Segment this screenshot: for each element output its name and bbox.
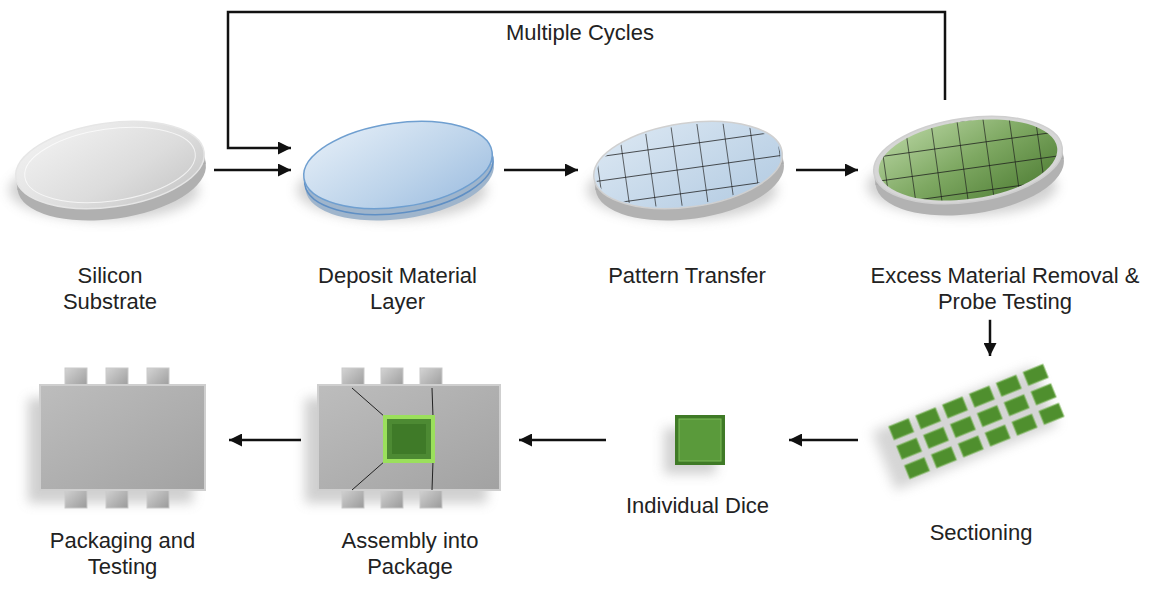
- stage-label: Silicon Substrate: [45, 263, 175, 316]
- illustration-part: [588, 110, 788, 220]
- illustration-part: [10, 110, 210, 220]
- single-die: [664, 415, 725, 474]
- process-stage: Packaging and Testing: [20, 365, 225, 581]
- packaged-chip: [28, 368, 205, 508]
- flow-arrow: [519, 439, 606, 442]
- stage-label: Assembly into Package: [310, 528, 510, 581]
- illustration-part: [588, 110, 790, 232]
- flow-arrow: [228, 12, 945, 148]
- illustration-part: [868, 105, 1070, 227]
- illustration-part: [675, 415, 725, 465]
- stage-label: Individual Dice: [610, 493, 785, 519]
- patterned-wafer: [587, 110, 790, 232]
- stage-label: Pattern Transfer: [582, 263, 792, 289]
- process-stage: Pattern Transfer: [582, 105, 792, 289]
- process-stage: Individual Dice: [610, 405, 785, 519]
- illustration-part: [352, 388, 385, 417]
- flow-arrow: [504, 169, 578, 172]
- flow-arrow: [229, 439, 301, 442]
- illustration-part: [679, 419, 721, 461]
- illustration-part: [298, 110, 498, 220]
- flow-arrow: [789, 439, 858, 442]
- stage-label: Sectioning: [866, 520, 1096, 546]
- illustration-part: [432, 388, 433, 417]
- illustration-part: [385, 417, 433, 461]
- stage-label: Excess Material Removal & Probe Testing: [862, 263, 1148, 316]
- illustration-part: [432, 461, 433, 490]
- illustration-part: [873, 109, 1062, 211]
- illustration-part: [868, 105, 1068, 215]
- edge-label: Multiple Cycles: [502, 20, 658, 46]
- process-stage: Deposit Material Layer: [295, 105, 500, 316]
- etched-wafer: [867, 105, 1070, 227]
- process-stage: Sectioning: [862, 360, 1100, 546]
- illustration-part: [873, 109, 1062, 211]
- process-stage: Silicon Substrate: [10, 105, 210, 316]
- illustration-part: [885, 360, 1070, 484]
- flow-arrow: [796, 169, 858, 172]
- illustration-part: [392, 424, 426, 454]
- illustration-part: [40, 385, 205, 490]
- illustration-part: [885, 360, 1070, 484]
- coated-wafer: [297, 110, 500, 232]
- diced-wafer: [872, 360, 1070, 491]
- stage-label: Deposit Material Layer: [303, 263, 493, 316]
- flow-arrow: [214, 169, 291, 172]
- process-stage: Excess Material Removal & Probe Testing: [862, 100, 1148, 316]
- illustration-part: [298, 110, 500, 232]
- process-stage: Assembly into Package: [305, 365, 515, 581]
- stage-label: Packaging and Testing: [35, 528, 210, 581]
- illustration-part: [10, 110, 212, 232]
- illustration-part: [20, 117, 200, 212]
- open-package: [305, 368, 500, 508]
- bare-wafer: [9, 110, 212, 232]
- flow-arrow: [989, 320, 992, 356]
- illustration-part: [590, 112, 785, 217]
- illustration-part: [318, 385, 500, 490]
- illustration-part: [352, 461, 385, 490]
